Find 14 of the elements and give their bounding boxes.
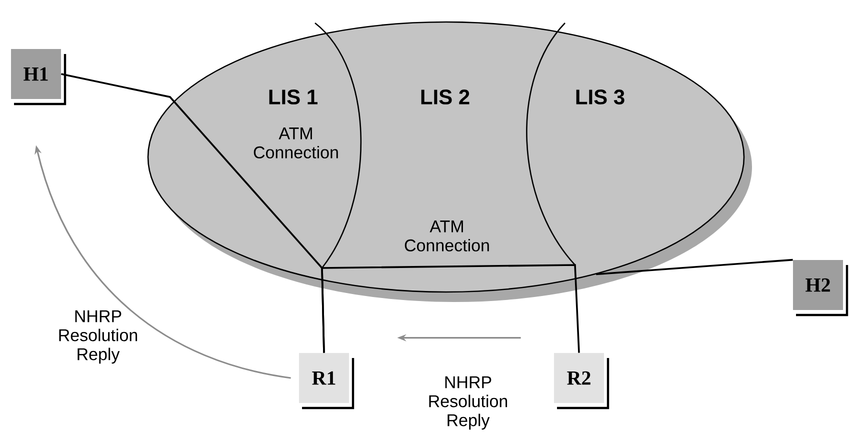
edge-label: NHRP Resolution Reply — [59, 310, 138, 364]
connection-line — [321, 264, 580, 353]
connection-line — [596, 258, 793, 276]
region-label: LIS 3 — [576, 90, 624, 104]
region-label: LIS 2 — [421, 90, 470, 104]
edge-label: NHRP Resolution Reply — [429, 376, 508, 430]
host-box: H2 — [793, 260, 848, 316]
host-box: H1 — [11, 49, 66, 106]
edge-label: ATM Connection — [404, 220, 489, 252]
region-label: LIS 1 — [269, 90, 318, 104]
edge-label: ATM Connection — [254, 128, 338, 158]
host-box: R1 — [299, 353, 354, 410]
host-box: R2 — [554, 353, 610, 410]
network-ellipse — [147, 21, 752, 302]
